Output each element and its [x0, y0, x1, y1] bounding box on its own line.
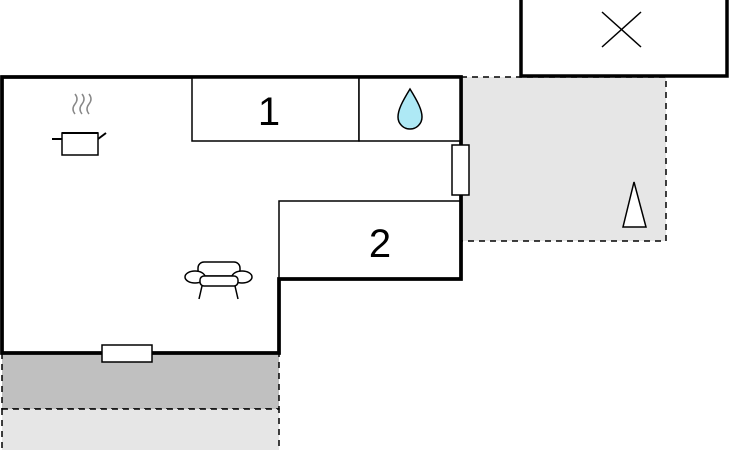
room-2-label: 2 — [369, 222, 391, 266]
water-drop-icon — [397, 87, 423, 130]
annex-building — [519, 0, 729, 78]
room-1 — [191, 76, 360, 142]
bottom-window — [101, 344, 153, 363]
room-1-label: 1 — [258, 90, 280, 134]
bottom-terrace — [1, 408, 280, 450]
outer-walls-top — [0, 75, 463, 355]
cross-mark-icon — [601, 11, 642, 48]
sofa-icon — [184, 261, 253, 300]
right-window — [451, 144, 470, 196]
kitchen-pot-icon — [52, 93, 107, 156]
north-arrow-icon — [622, 181, 647, 228]
room-2 — [278, 200, 461, 279]
